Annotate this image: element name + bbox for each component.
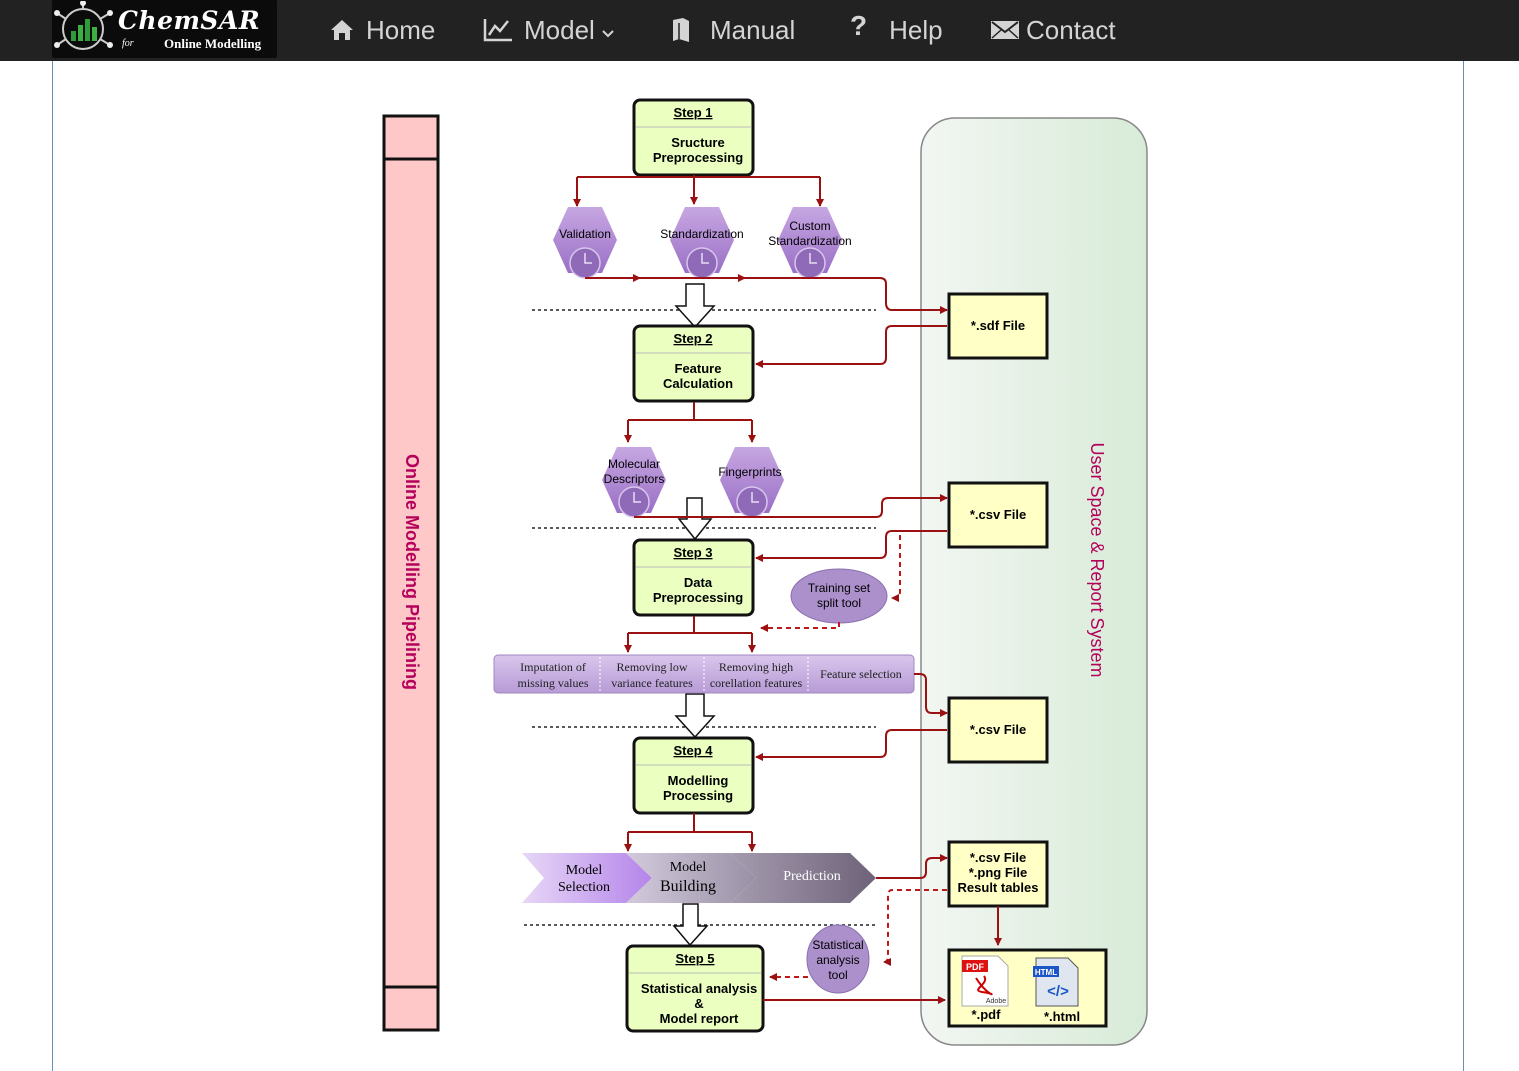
nav-model[interactable]: Model (482, 12, 615, 48)
content-frame (52, 61, 1464, 1071)
nav-contact[interactable]: Contact (990, 12, 1116, 48)
nav-contact-label: Contact (1026, 14, 1116, 45)
brand-logo[interactable]: ChemSAR for Online Modelling (52, 0, 277, 58)
nav-home[interactable]: Home (328, 12, 435, 48)
brand-tagline: Online Modelling (164, 36, 262, 51)
nav-help[interactable]: ? Help (850, 10, 943, 48)
navbar: ChemSAR for Online Modelling Home Model … (0, 0, 1519, 61)
envelope-icon (990, 19, 1020, 41)
brand-for: for (122, 38, 134, 49)
molecule-logo-icon (54, 1, 113, 50)
home-icon (328, 18, 356, 42)
nav-home-label: Home (366, 14, 436, 45)
nav-model-label: Model (524, 14, 595, 45)
brand-name: ChemSAR (118, 6, 261, 35)
book-icon (670, 17, 692, 43)
question-icon: ? (850, 10, 868, 41)
chevron-down-icon (601, 15, 615, 46)
nav-manual[interactable]: Manual (670, 12, 795, 48)
nav-manual-label: Manual (710, 14, 796, 45)
line-chart-icon (482, 17, 514, 43)
nav-help-label: Help (889, 14, 943, 45)
